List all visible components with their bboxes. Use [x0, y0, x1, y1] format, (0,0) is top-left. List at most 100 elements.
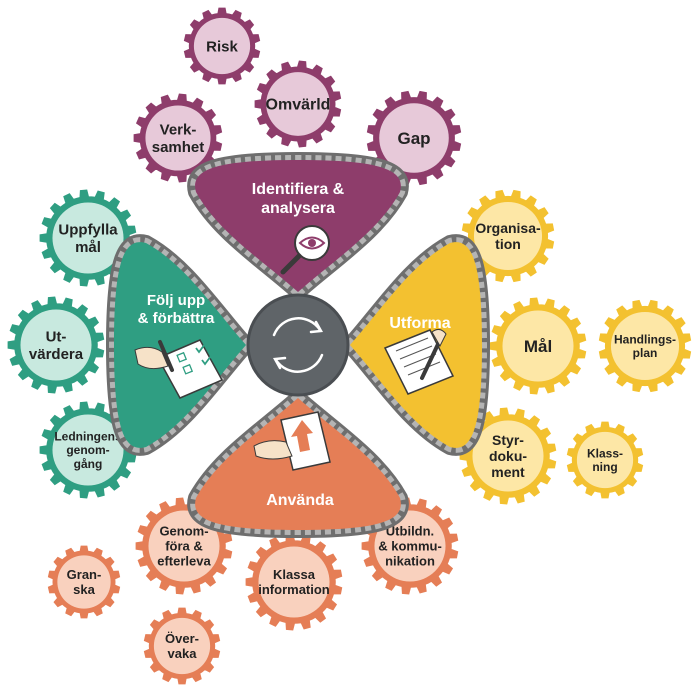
gear-label-line: tion — [495, 236, 521, 252]
gear-utvardera: Ut-värdera — [7, 296, 105, 394]
hand-document-arrow-icon — [253, 411, 331, 471]
gear-face — [379, 103, 449, 173]
gear-handlingsplan: Handlings-plan — [598, 299, 692, 393]
phase-label-line: analysera — [261, 200, 335, 217]
gear-label-line: Omvärld — [266, 97, 331, 114]
gear-label-line: ment — [491, 464, 525, 480]
gear-label-line: Gap — [397, 129, 430, 148]
gear-face — [576, 431, 634, 489]
gear-label-line: vaka — [168, 646, 198, 661]
gear-label-line: information — [258, 582, 330, 597]
gear-face — [502, 310, 574, 382]
gear-label-line: nikation — [385, 554, 435, 569]
gear-label: Genom-föra &efterleva — [157, 524, 211, 569]
gear-mal: Mål — [489, 297, 587, 395]
gear-organisation: Organisa-tion — [461, 189, 555, 283]
gear-face — [610, 311, 680, 381]
gear-face — [374, 510, 446, 582]
phase-label-folj-upp: Följ upp& förbättra — [138, 292, 215, 327]
gear-face — [57, 555, 111, 609]
phase-label-utforma: Utforma — [389, 315, 450, 332]
gear-label-line: Risk — [206, 38, 238, 55]
gear-label: Styr-doku-ment — [489, 432, 527, 480]
gear-styrdokument: Styr-doku-ment — [459, 407, 557, 505]
phase-label-line: & förbättra — [138, 310, 215, 327]
gear-label-line: Mål — [524, 337, 552, 356]
gear-face — [258, 546, 330, 618]
magnifier-eye-icon — [280, 225, 330, 275]
gear-face — [52, 202, 124, 274]
gear-face — [20, 309, 92, 381]
gear-gap: Gap — [366, 90, 462, 186]
gear-label-line: samhet — [152, 139, 205, 156]
gear-face — [472, 420, 544, 492]
gear-label-line: ska — [73, 582, 95, 597]
gear-label-line: & kommu- — [378, 539, 442, 554]
hub-circle — [246, 293, 350, 397]
phase-label-identifiera: Identifiera & analysera — [252, 181, 345, 217]
gear-genomfora: Genom-föra &efterleva — [135, 497, 233, 595]
gear-label: Gran-ska — [67, 567, 102, 597]
gear-label-line: mål — [75, 239, 101, 256]
hand-checklist-icon — [134, 339, 224, 399]
phase-label-anvanda: Använda — [266, 492, 334, 509]
gear-label-line: Organisa- — [475, 220, 541, 236]
phase-label-line: Identifiera & — [252, 181, 345, 198]
gear-face — [145, 105, 211, 171]
phase-folj-upp — [114, 242, 246, 448]
gear-label-line: Styr- — [492, 432, 524, 448]
gear-label-line: Handlings- — [614, 332, 676, 346]
gear-face — [52, 414, 124, 486]
gear-klassning: Klass-ning — [566, 421, 644, 499]
gear-label: Risk — [206, 38, 238, 55]
gear-face — [266, 72, 330, 136]
gear-face — [148, 510, 220, 582]
gear-label: Klass-ning — [587, 446, 623, 474]
gear-label-line: Utbildn. — [386, 524, 434, 539]
gear-label-line: Klassa — [273, 567, 316, 582]
gear-label: Verk-samhet — [152, 122, 205, 156]
gear-label-line: föra & — [165, 539, 203, 554]
gear-label: Gap — [397, 129, 430, 148]
gear-label: Organisa-tion — [475, 220, 541, 252]
phase-label-line: Utforma — [389, 315, 450, 332]
gear-label-line: Över- — [165, 631, 199, 646]
phase-label-line: Använda — [266, 492, 334, 509]
gear-label: Utbildn.& kommu-nikation — [378, 524, 442, 569]
gear-label: Handlings-plan — [614, 332, 676, 360]
phase-identifiera — [195, 160, 401, 292]
gear-label: Ut-värdera — [29, 329, 84, 363]
gear-label-line: Verk- — [160, 122, 197, 139]
gear-label-line: gång — [74, 457, 103, 471]
gear-face — [193, 17, 251, 75]
document-pen-icon — [383, 328, 455, 395]
gear-overvaka: Över-vaka — [143, 607, 221, 685]
gear-label-line: Klass- — [587, 446, 623, 460]
phase-label-line: Följ upp — [147, 292, 205, 309]
gear-label-line: värdera — [29, 346, 84, 363]
gear-label-line: doku- — [489, 448, 527, 464]
gear-label-line: Ut- — [46, 329, 67, 346]
gear-label-line: plan — [633, 346, 658, 360]
gear-label-line: ning — [592, 460, 617, 474]
gear-label: Omvärld — [266, 97, 331, 114]
icons-layer — [134, 225, 455, 471]
gear-label-line: genom- — [66, 443, 109, 457]
gear-granska: Gran-ska — [47, 545, 121, 619]
gear-face — [153, 617, 211, 675]
gear-label-line: efterleva — [157, 554, 211, 569]
gear-label-line: Ledningens — [54, 429, 122, 443]
gear-label-line: Gran- — [67, 567, 102, 582]
center-hub — [246, 293, 350, 397]
gear-label-line: Uppfylla — [58, 222, 118, 239]
gear-label: Över-vaka — [165, 631, 199, 661]
